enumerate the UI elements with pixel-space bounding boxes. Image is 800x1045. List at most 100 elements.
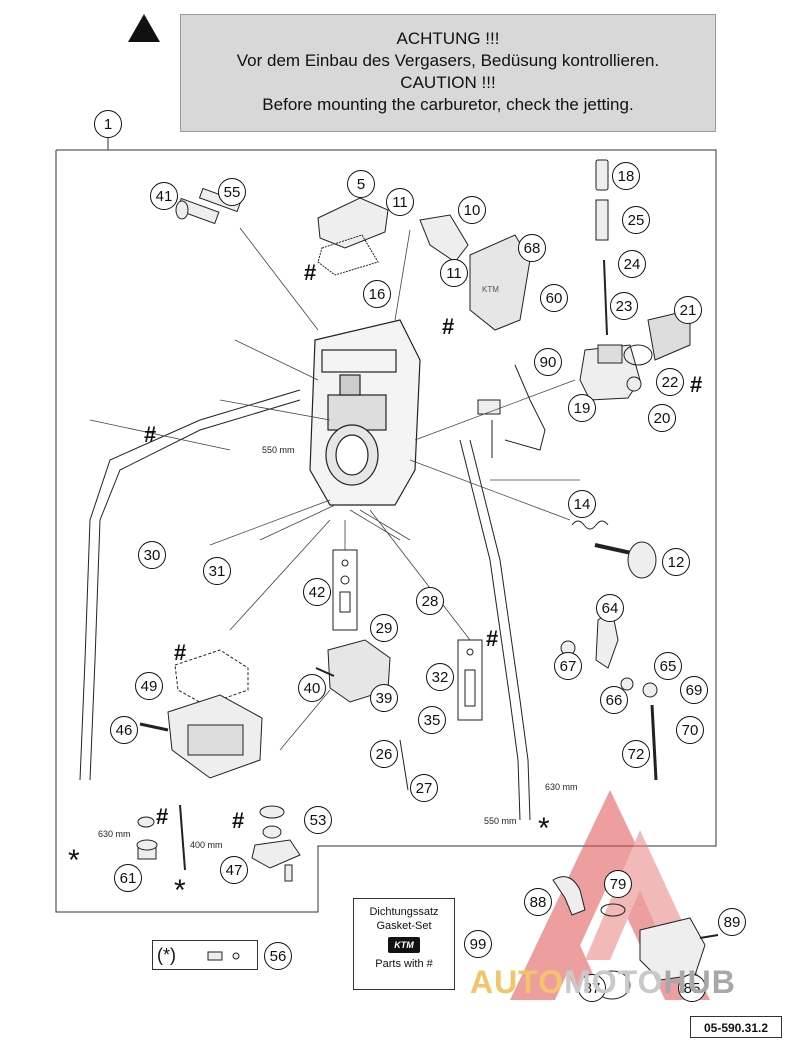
callout-46: 46 [110, 716, 138, 744]
gasket-marker: # [690, 372, 703, 397]
gasket-set-note: Parts with # [375, 958, 433, 970]
gasket-set-title-de: Dichtungssatz [369, 906, 439, 918]
pump-diaphragm [251, 805, 301, 882]
callout-21: 21 [674, 296, 702, 324]
callout-11a: 11 [386, 188, 414, 216]
dimension-label: 630 mm [98, 829, 131, 839]
carburetor-body [309, 319, 421, 506]
jet-parts [595, 159, 609, 336]
jet-assembly-box [332, 549, 358, 631]
callout-60: 60 [540, 284, 568, 312]
dimension-label: 630 mm [545, 782, 578, 792]
gasket-set-title-en: Gasket-Set [376, 920, 432, 932]
callout-12: 12 [662, 548, 690, 576]
callout-47: 47 [220, 856, 248, 884]
callout-56: 56 [264, 942, 292, 970]
air-boot-parts [552, 876, 719, 1000]
callout-53: 53 [304, 806, 332, 834]
legend-box: (*) [152, 940, 258, 970]
star-marker: * [538, 812, 550, 845]
sensor-cable [477, 364, 546, 458]
callout-67: 67 [554, 652, 582, 680]
top-cover [317, 197, 389, 276]
throttle-shaft [571, 520, 657, 579]
svg-text:KTM: KTM [482, 285, 499, 294]
callout-30: 30 [138, 541, 166, 569]
throttle-lever: KTM [419, 214, 531, 331]
callout-85: 85 [678, 974, 706, 1002]
gasket-set-box: Dichtungssatz Gasket-Set KTM Parts with … [353, 898, 455, 990]
callout-22: 22 [656, 368, 684, 396]
gasket-marker: # [486, 626, 499, 651]
gasket-marker: # [174, 640, 187, 665]
leader-lines [89, 227, 580, 751]
callout-70: 70 [676, 716, 704, 744]
float-bowl [139, 649, 263, 779]
ktm-logo: KTM [388, 937, 420, 953]
callout-24: 24 [618, 250, 646, 278]
gasket-marker: # [156, 804, 169, 829]
callout-55: 55 [218, 178, 246, 206]
callout-99: 99 [464, 930, 492, 958]
watermark-part2: MOTO [564, 964, 664, 1000]
gasket-marker: # [304, 260, 317, 285]
dimension-label: 550 mm [262, 445, 295, 455]
callout-14: 14 [568, 490, 596, 518]
callout-64: 64 [596, 594, 624, 622]
gasket-marker: # [442, 314, 455, 339]
warning-triangle-icon [128, 14, 160, 42]
throttle-sensor [579, 309, 691, 401]
assembly-frame [55, 149, 717, 913]
callout-88: 88 [524, 888, 552, 916]
callout-66: 66 [600, 686, 628, 714]
callout-90: 90 [534, 348, 562, 376]
watermark: AUTOMOTOHUB [470, 964, 736, 1001]
accelerator-pump-linkage [560, 609, 658, 781]
warning-text-en: Before mounting the carburetor, check th… [262, 95, 634, 114]
callout-35: 35 [418, 706, 446, 734]
callout-89: 89 [718, 908, 746, 936]
callout-42: 42 [303, 578, 331, 606]
callout-68: 68 [518, 234, 546, 262]
callout-61: 61 [114, 864, 142, 892]
callout-25: 25 [622, 206, 650, 234]
dimension-label: 550 mm [484, 816, 517, 826]
callout-1: 1 [94, 110, 122, 138]
gasket-marker: # [232, 808, 245, 833]
watermark-part3: HUB [663, 964, 736, 1000]
callout-87: 87 [578, 974, 606, 1002]
dimension-label: 400 mm [190, 840, 223, 850]
warning-title-de: ACHTUNG !!! [396, 29, 500, 48]
warning-title-en: CAUTION !!! [400, 73, 496, 92]
vent-hoses [79, 389, 531, 871]
callout-5: 5 [347, 170, 375, 198]
callout-27: 27 [410, 774, 438, 802]
callout-18: 18 [612, 162, 640, 190]
callout-23: 23 [610, 292, 638, 320]
star-marker: * [68, 844, 80, 877]
callout-41: 41 [150, 182, 178, 210]
legend-label: (*) [157, 945, 176, 965]
callout-49: 49 [135, 672, 163, 700]
callout-20: 20 [648, 404, 676, 432]
callout-19: 19 [568, 394, 596, 422]
callout-72: 72 [622, 740, 650, 768]
callout-40: 40 [298, 674, 326, 702]
callout-39: 39 [370, 684, 398, 712]
callout-29: 29 [370, 614, 398, 642]
callout-11b: 11 [440, 259, 468, 287]
drawing-number: 05-590.31.2 [690, 1016, 782, 1038]
gasket-marker: # [144, 422, 157, 447]
callout-65: 65 [654, 652, 682, 680]
callout-32: 32 [426, 663, 454, 691]
needle-jet-box [457, 639, 483, 721]
callout-26: 26 [370, 740, 398, 768]
part-56-icon [207, 951, 240, 961]
callout-31: 31 [203, 557, 231, 585]
callout-28: 28 [416, 587, 444, 615]
watermark-part1: AUTO [470, 964, 565, 1000]
drain-plug [136, 816, 158, 860]
star-marker: * [174, 874, 186, 907]
callout-79: 79 [604, 870, 632, 898]
